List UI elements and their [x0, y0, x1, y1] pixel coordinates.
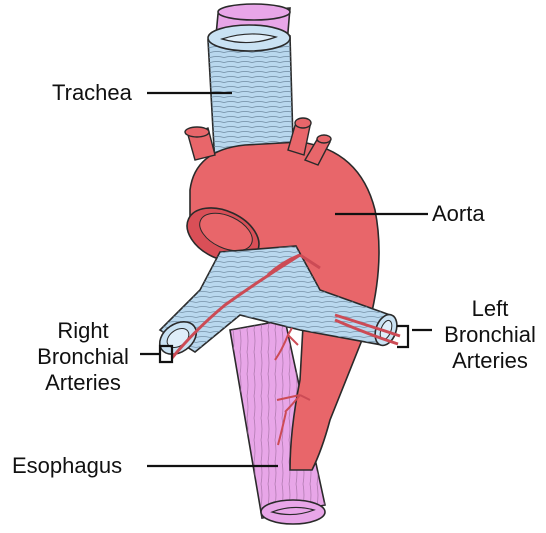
right-bronchial-line-3: Arteries	[28, 370, 138, 396]
left-bronchial-line-2: Bronchial	[436, 322, 544, 348]
right-bronchial-line-1: Right	[28, 318, 138, 344]
right-bronchial-arteries-label: Right Bronchial Arteries	[28, 318, 138, 396]
left-bronchial-arteries-label: Left Bronchial Arteries	[436, 296, 544, 374]
esophagus-label: Esophagus	[12, 453, 122, 479]
right-bronchial-line-2: Bronchial	[28, 344, 138, 370]
left-bronchial-line-3: Arteries	[436, 348, 544, 374]
left-bronchial-line-1: Left	[436, 296, 544, 322]
aorta-label: Aorta	[432, 201, 485, 227]
trachea-label: Trachea	[52, 80, 132, 106]
